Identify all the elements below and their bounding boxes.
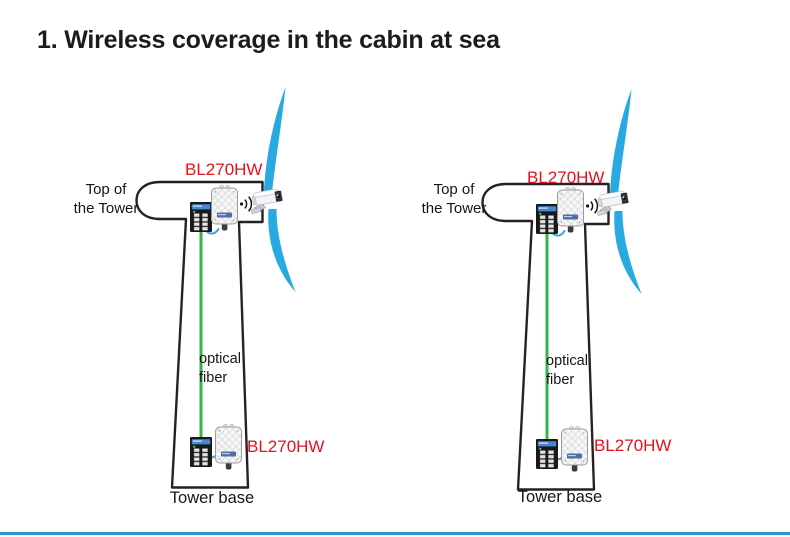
optical-fiber-line2: fiber: [546, 372, 575, 388]
top-of-tower-line2: the Tower: [421, 200, 487, 217]
tower-base-label-right: Tower base: [517, 488, 603, 506]
top-of-tower-line1: Top of: [85, 181, 127, 198]
wind-turbine-diagram-right: [483, 89, 642, 490]
bl270hw-label-top-right: BL270HW: [527, 168, 605, 187]
page-title: 1. Wireless coverage in the cabin at sea: [37, 26, 500, 54]
optical-fiber-line1: optical: [546, 353, 588, 369]
optical-fiber-label-right: optical fiber: [546, 352, 588, 390]
top-of-tower-line1: Top of: [433, 181, 475, 198]
optical-fiber-label-left: optical fiber: [199, 350, 241, 388]
bl270hw-label-bottom-left: BL270HW: [247, 437, 325, 456]
footer-divider: [0, 532, 790, 535]
wind-turbine-diagram-left: [137, 87, 296, 488]
top-of-tower-label-left: Top of the Tower: [58, 180, 154, 218]
optical-fiber-line2: fiber: [199, 370, 228, 386]
top-of-tower-line2: the Tower: [73, 200, 139, 217]
top-of-tower-label-right: Top of the Tower: [406, 180, 502, 218]
bl270hw-label-bottom-right: BL270HW: [594, 436, 672, 455]
tower-base-label-left: Tower base: [169, 489, 255, 507]
optical-fiber-line1: optical: [199, 351, 241, 367]
bl270hw-label-top-left: BL270HW: [185, 160, 263, 179]
